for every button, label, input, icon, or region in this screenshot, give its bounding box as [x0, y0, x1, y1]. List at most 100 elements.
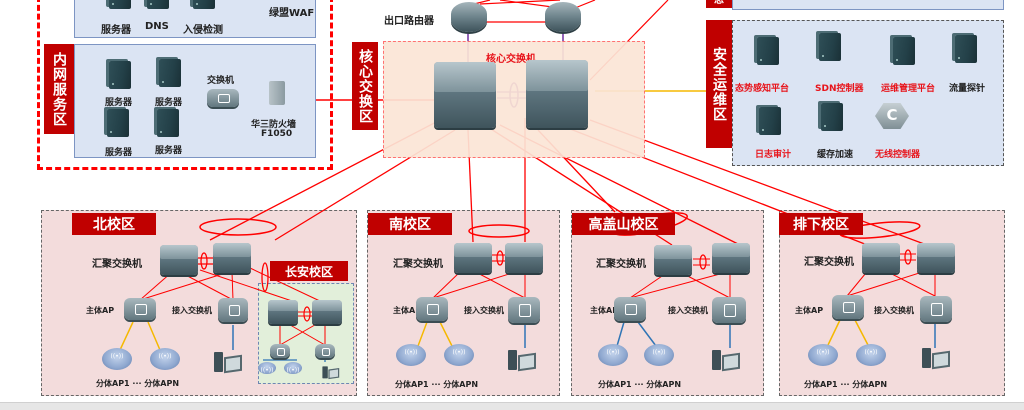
situation-awareness-label: 态势感知平台	[735, 84, 790, 94]
server-region-border	[37, 0, 333, 170]
main-ap-label: 主体AP	[86, 306, 115, 315]
agg-switch-icon	[312, 300, 342, 324]
sub-ap-icon	[644, 344, 674, 366]
campus-tag-south: 南校区	[368, 213, 452, 235]
main-ap-label: 主体AP	[393, 306, 422, 315]
server-label: 服务器	[155, 146, 183, 156]
agg-switch-label: 汇聚交换机	[393, 259, 443, 270]
server-label: 服务器	[105, 148, 133, 158]
pc-icon	[922, 346, 944, 372]
ops-platform-label: 运维管理平台	[881, 84, 936, 94]
server-icon	[759, 107, 781, 135]
router-icon	[451, 2, 487, 32]
server-icon	[821, 103, 843, 131]
ops-panel: 态势感知平台 SDN控制器 运维管理平台 流量探针 日志审计 缓存加速 无线控制…	[732, 20, 1004, 166]
sub-ap-label: 分体AP1 ··· 分体APN	[804, 380, 888, 389]
agg-switch-icon	[213, 243, 251, 273]
bottom-strip	[0, 402, 1024, 410]
access-switch-icon	[712, 297, 746, 323]
intranet-zone-tag: 内网服务区	[44, 44, 74, 134]
pc-icon	[322, 365, 335, 381]
subcampus-tag-changan: 长安校区	[270, 261, 348, 281]
main-ap-icon	[832, 295, 864, 319]
core-switch-icon	[526, 60, 588, 128]
log-audit-label: 日志审计	[755, 150, 792, 160]
sub-ap-icon	[258, 362, 276, 374]
campus-tag-north: 北校区	[72, 213, 156, 235]
traffic-probe-label: 流量探针	[949, 84, 986, 94]
intranet-panel: 服务器 服务器 服务器 服务器 交换机 华三防火墙 F1050	[74, 44, 316, 158]
sub-ap-icon	[856, 344, 886, 366]
sub-ap-icon	[284, 362, 302, 374]
server-label: 服务器	[105, 98, 133, 108]
pc-icon	[508, 348, 530, 374]
agg-switch-icon	[268, 300, 298, 324]
sub-ap-icon	[598, 344, 628, 366]
server-icon	[955, 35, 977, 63]
main-ap-icon	[614, 297, 646, 321]
agg-switch-label: 汇聚交换机	[92, 259, 142, 270]
agg-switch-icon	[654, 245, 692, 275]
sub-ap-label: 分体AP1 ··· 分体APN	[96, 379, 180, 388]
sub-ap-icon	[808, 344, 838, 366]
router-icon	[545, 2, 581, 32]
link-router-uplink	[574, 0, 596, 9]
ops-zone-tag: 安全运维区	[706, 20, 732, 148]
server-icon	[109, 61, 131, 89]
access-switch-icon	[270, 344, 290, 358]
dmz-panel: 服务器 DNS 入侵检测 绿盟WAF	[74, 0, 316, 38]
cache-accel-label: 缓存加速	[817, 150, 854, 160]
server-icon	[757, 37, 779, 65]
core-switch-icon	[434, 62, 496, 128]
switch-icon	[207, 89, 239, 107]
agg-switch-icon	[505, 243, 543, 273]
agg-switch-icon	[160, 245, 198, 275]
sub-ap-icon	[150, 348, 180, 370]
agg-switch-label: 汇聚交换机	[804, 257, 854, 268]
server-icon	[819, 33, 841, 61]
main-ap-label: 主体AP	[795, 306, 824, 315]
firewall-icon	[269, 81, 285, 105]
access-switch-icon	[508, 297, 540, 323]
agg-switch-icon	[454, 243, 492, 273]
agg-switch-icon	[917, 243, 955, 273]
campus-tag-paixia: 排下校区	[779, 213, 863, 235]
agg-switch-label: 汇聚交换机	[596, 259, 646, 270]
access-switch-label: 接入交换机	[668, 306, 708, 315]
waf-label: 绿盟WAF	[269, 8, 315, 19]
access-switch-icon	[315, 344, 335, 358]
agg-switch-icon	[712, 243, 750, 273]
top-right-tag-partial: 思	[706, 0, 732, 8]
access-switch-label: 接入交换机	[874, 306, 914, 315]
sub-ap-icon	[102, 348, 132, 370]
main-ap-icon	[124, 298, 156, 320]
access-switch-label: 接入交换机	[172, 306, 212, 315]
ids-label: 入侵检测	[183, 25, 223, 36]
access-switch-icon	[920, 296, 952, 322]
server-icon	[157, 109, 179, 137]
firewall-label: 华三防火墙	[251, 120, 297, 130]
sub-ap-icon	[444, 344, 474, 366]
link-router-uplink	[479, 0, 561, 5]
sub-ap-label: 分体AP1 ··· 分体APN	[395, 380, 479, 389]
link-core-paixia	[589, 119, 936, 249]
main-ap-icon	[416, 297, 448, 321]
core-zone-tag: 核心交换区	[352, 42, 378, 130]
dns-label: DNS	[145, 21, 169, 32]
server-label: 服务器	[101, 25, 131, 36]
campus-tag-gaogaishan: 高盖山校区	[572, 213, 675, 235]
wireless-controller-icon	[875, 103, 909, 129]
server-icon	[107, 109, 129, 137]
server-icon	[159, 59, 181, 87]
pc-icon	[214, 350, 236, 376]
access-switch-label: 接入交换机	[464, 306, 504, 315]
access-switch-icon	[218, 298, 248, 322]
sdn-controller-label: SDN控制器	[815, 84, 864, 94]
agg-switch-icon	[862, 243, 900, 273]
server-icon	[193, 0, 215, 9]
server-icon	[109, 0, 131, 9]
core-zone-panel	[383, 41, 645, 158]
core-switch-label: 核心交换机	[486, 54, 536, 65]
server-label: 服务器	[155, 98, 183, 108]
top-right-panel	[732, 0, 1004, 10]
